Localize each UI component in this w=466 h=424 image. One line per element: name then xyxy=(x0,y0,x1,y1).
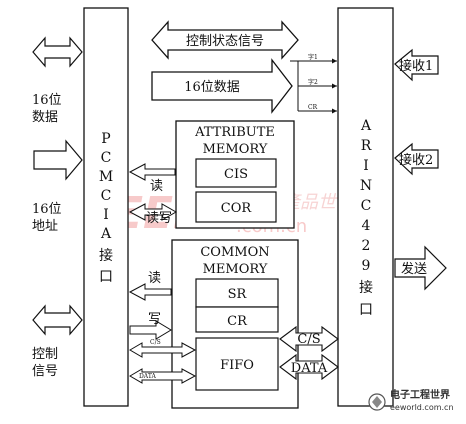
attribute-memory-title-1: ATTRIBUTE xyxy=(194,125,275,140)
label-receive1: 接收1 xyxy=(399,58,433,74)
logo-cn: 电子工程世界 xyxy=(390,388,450,401)
arrow-send: 发送 xyxy=(394,245,447,291)
label-read-attribute: 读 xyxy=(150,179,163,194)
arinc-char: 口 xyxy=(359,302,373,318)
pcmcia-label: P C M C I A 接 口 xyxy=(99,131,113,285)
arinc-char: A xyxy=(360,118,372,134)
cr-register xyxy=(195,306,279,333)
label-16bit-addr-2: 地址 xyxy=(32,219,58,234)
signal-label-word1: 字1 xyxy=(308,53,318,61)
arrow-read-common: 读 xyxy=(128,271,172,301)
label-16bit-data-2: 数据 xyxy=(32,110,58,125)
pcmcia-char: A xyxy=(100,226,112,242)
fifo-label: FIFO xyxy=(220,358,254,373)
arinc429-label: A R I N C 4 2 9 接 口 xyxy=(359,118,373,318)
left-arrow-address xyxy=(33,139,83,181)
common-memory-block: COMMON MEMORY SR CR FIFO xyxy=(171,239,299,409)
left-arrow-control xyxy=(32,304,83,336)
pcmcia-char: C xyxy=(101,188,112,204)
label-data-right: DATA xyxy=(291,361,328,376)
label-control-status: 控制状态信号 xyxy=(186,34,264,49)
arrow-read-attribute: 读 xyxy=(128,163,176,194)
pcmcia-interface-block xyxy=(83,7,129,407)
arinc-char: R xyxy=(361,138,372,154)
arrow-write-common: 写 xyxy=(129,312,172,340)
cr-label: CR xyxy=(227,314,248,329)
cor-label: COR xyxy=(221,201,253,216)
pcmcia-char: M xyxy=(99,169,113,185)
label-16bit-data-1: 16位 xyxy=(32,93,62,108)
small-signal-lines: 字1 字2 CR xyxy=(290,53,337,114)
label-16bit-addr-1: 16位 xyxy=(32,202,62,217)
arinc-char: N xyxy=(360,178,372,194)
arrow-receive1: 接收1 xyxy=(394,48,439,82)
arrow-data-right: DATA xyxy=(279,353,339,381)
arrow-cs-left: C/S xyxy=(129,339,197,358)
label-receive2: 接收2 xyxy=(399,152,433,168)
left-arrow-data xyxy=(32,36,83,68)
arrow-cs-right: C/S xyxy=(279,325,339,353)
label-cs-left: C/S xyxy=(150,339,161,346)
attribute-memory-title-2: MEMORY xyxy=(203,142,268,157)
cis-label: CIS xyxy=(224,167,248,182)
label-readwrite: 读写 xyxy=(146,211,172,226)
arinc-char: 接 xyxy=(359,279,373,296)
eeworld-logo: 电子工程世界 eeworld.com.cn xyxy=(368,388,454,412)
sr-label: SR xyxy=(228,287,248,302)
label-cs-right: C/S xyxy=(297,332,320,347)
arrow-receive2: 接收2 xyxy=(394,142,439,176)
signal-label-cr: CR xyxy=(308,104,318,111)
arinc-char: C xyxy=(361,198,372,214)
common-memory-title-1: COMMON xyxy=(200,245,269,260)
label-read-common: 读 xyxy=(148,271,161,286)
pcmcia-char: C xyxy=(101,150,112,166)
logo-url: eeworld.com.cn xyxy=(390,403,454,412)
arinc-char: 4 xyxy=(362,218,371,234)
arrow-control-status: 控制状态信号 xyxy=(151,20,299,60)
arrow-data-left: DATA xyxy=(129,368,197,384)
arinc-char: 2 xyxy=(362,238,371,254)
label-control-1: 控制 xyxy=(32,347,58,362)
arrow-readwrite-cor: 读写 xyxy=(128,203,178,226)
arinc429-interface-block xyxy=(337,7,394,407)
pcmcia-char: 接 xyxy=(99,247,113,264)
sr-register xyxy=(195,278,279,308)
label-data-left: DATA xyxy=(139,373,156,380)
label-16bit-data: 16位数据 xyxy=(184,80,240,95)
arinc-char: I xyxy=(363,158,369,174)
cis-register xyxy=(195,158,277,188)
pcmcia-char: I xyxy=(103,207,109,223)
pcmcia-char: 口 xyxy=(99,269,113,285)
arrow-16bit-data: 16位数据 xyxy=(151,58,293,114)
attribute-memory-block: ATTRIBUTE MEMORY CIS COR xyxy=(175,120,295,229)
common-memory-title-2: MEMORY xyxy=(203,262,268,277)
label-write-common: 写 xyxy=(148,312,161,327)
arinc-char: 9 xyxy=(362,258,371,274)
label-send: 发送 xyxy=(401,261,427,277)
fifo-buffer xyxy=(195,337,279,391)
pcmcia-char: P xyxy=(101,131,110,147)
signal-label-word2: 字2 xyxy=(308,78,318,86)
label-control-2: 信号 xyxy=(32,364,58,379)
cor-register xyxy=(195,191,277,223)
